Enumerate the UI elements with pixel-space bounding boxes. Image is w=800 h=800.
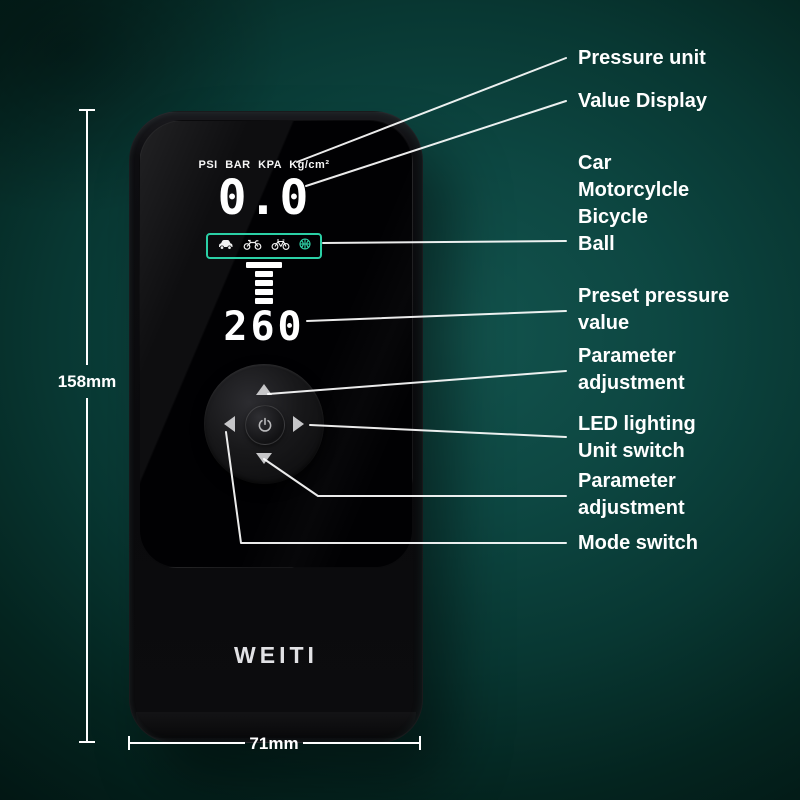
callout-text: Bicycle [578, 206, 649, 228]
mode-icons-box [206, 233, 322, 259]
led-unit-switch-button [293, 416, 304, 432]
power-icon [258, 417, 272, 432]
callout-value-display: Value Display [578, 88, 707, 115]
bicycle-icon [271, 237, 290, 255]
parameter-up-button [256, 384, 272, 395]
motorcycle-icon [243, 237, 262, 255]
width-dim-right-cap [419, 736, 421, 750]
power-button [245, 405, 285, 445]
callout-text: Motorcylcle [578, 179, 690, 201]
callout-text: Pressure unit [578, 47, 706, 69]
callout-text: value [578, 312, 630, 334]
callout-text: adjustment [578, 497, 685, 519]
height-dim-line-lower [86, 398, 88, 741]
width-dim-label: 71mm [249, 734, 299, 753]
callout-text: Mode switch [578, 532, 699, 554]
mode-switch-button [224, 416, 235, 432]
callout-parameter-adjustment-up: Parameter adjustment [578, 343, 685, 397]
height-dim-bottom-cap [79, 741, 95, 743]
ball-icon [299, 237, 311, 255]
preset-pressure-display: 260 [223, 304, 305, 350]
width-dim-line-right [303, 742, 419, 744]
callout-text: Car [578, 152, 612, 174]
height-dim-label: 158mm [57, 372, 117, 391]
callout-pressure-unit: Pressure unit [578, 45, 706, 72]
callout-text: LED lighting [578, 413, 696, 435]
callout-text: adjustment [578, 372, 685, 394]
width-dim-line-left [129, 742, 245, 744]
control-button-pad [204, 364, 324, 484]
callout-text: Parameter [578, 345, 676, 367]
air-pump-device: PSI BAR KPA Kg/cm² 0.0 [129, 111, 423, 743]
callout-mode-switch: Mode switch [578, 530, 698, 557]
callout-mode-types: Car Motorcylcle Bicycle Ball [578, 150, 689, 258]
inflation-progress-gauge [154, 262, 374, 304]
callout-led-unit-switch: LED lighting Unit switch [578, 411, 696, 465]
callout-preset-pressure: Preset pressure value [578, 283, 729, 337]
device-screen: PSI BAR KPA Kg/cm² 0.0 [139, 120, 413, 568]
callout-text: Unit switch [578, 440, 685, 462]
callout-text: Value Display [578, 90, 707, 112]
car-icon [217, 237, 234, 255]
callout-parameter-adjustment-down: Parameter adjustment [578, 468, 685, 522]
parameter-down-button [256, 453, 272, 464]
callout-text: Preset pressure [578, 285, 730, 307]
height-dim-line-upper [86, 110, 88, 365]
brand-logo: WEITI [234, 642, 318, 668]
pressure-value-display: 0.0 [217, 170, 311, 226]
callout-text: Ball [578, 233, 615, 255]
callout-text: Parameter [578, 470, 676, 492]
lcd-display: PSI BAR KPA Kg/cm² 0.0 [154, 151, 374, 347]
